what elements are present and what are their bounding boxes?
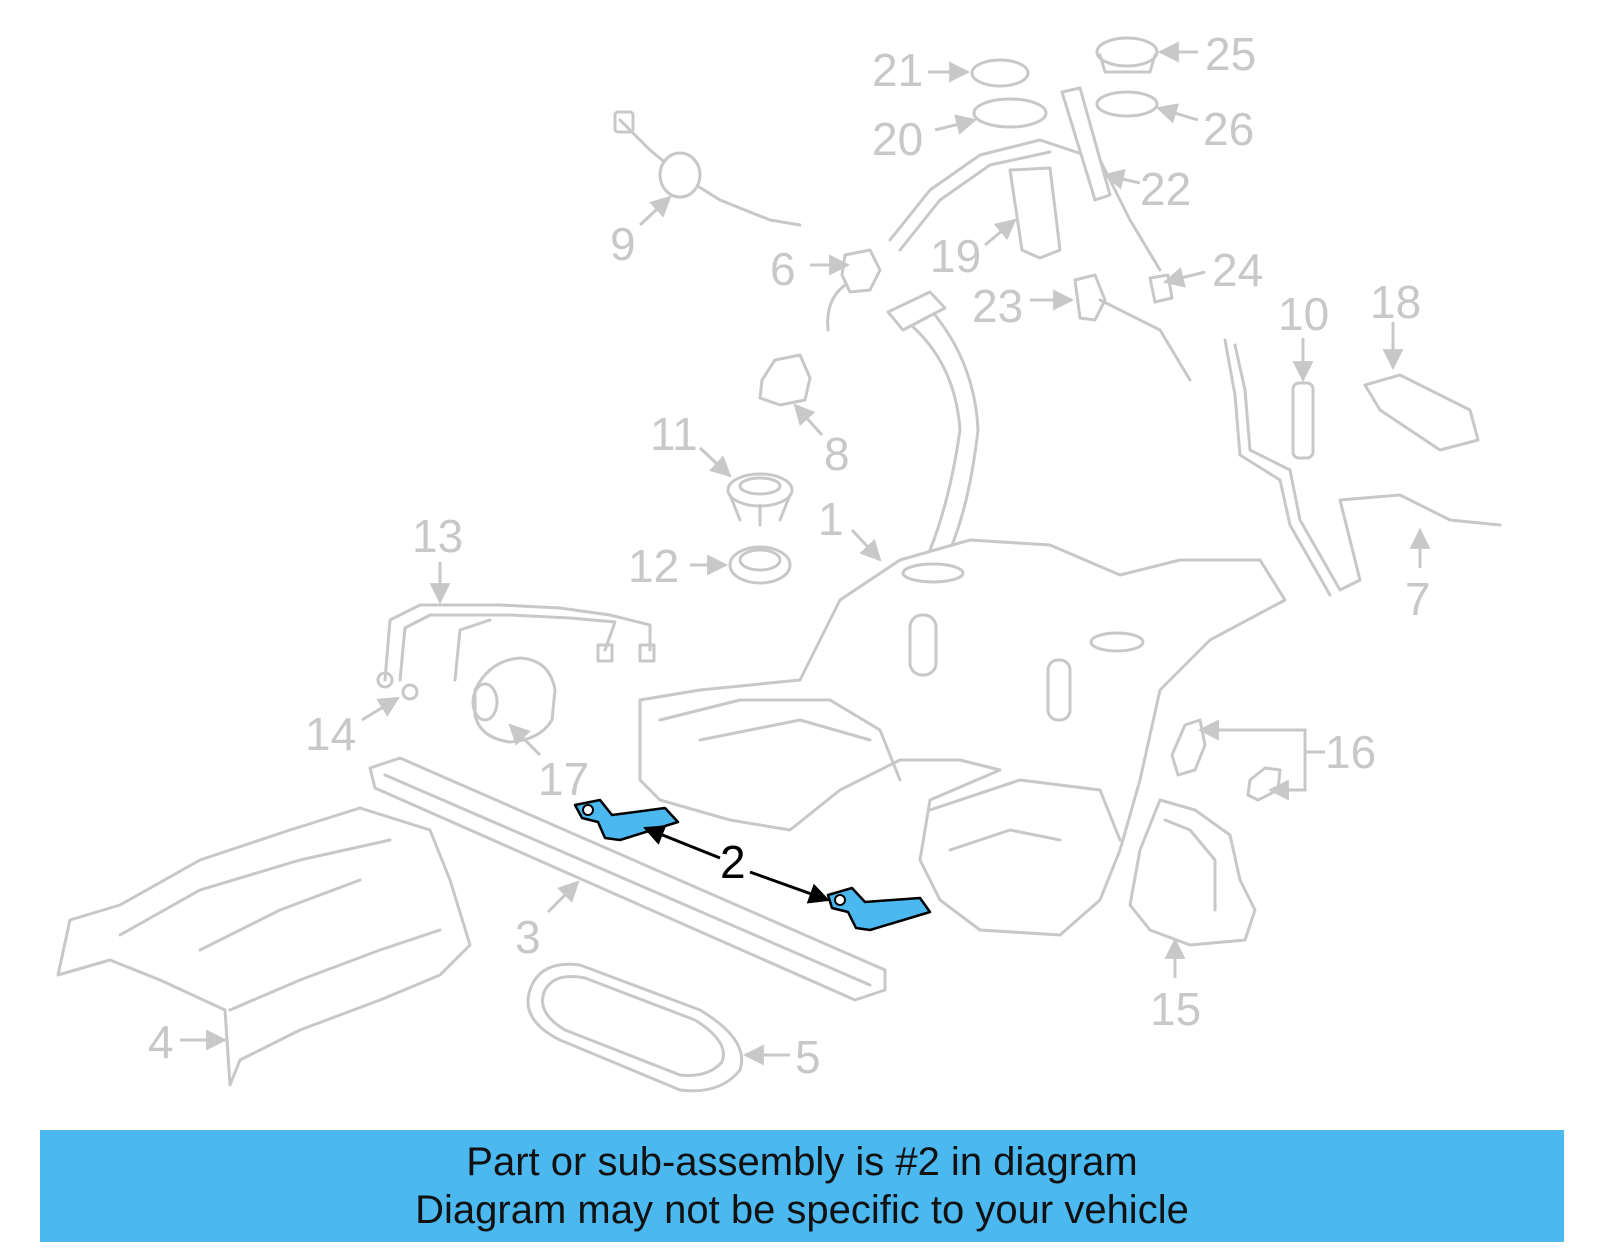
connector-part-6 [826, 248, 882, 332]
callout-22: 22 [1140, 163, 1191, 215]
heat-shield-part [56, 806, 472, 1087]
callout-23: 23 [972, 280, 1023, 332]
fuel-tank-part [638, 538, 1287, 937]
connector-part-24 [1148, 273, 1174, 304]
callout-17: 17 [538, 753, 589, 805]
callout-12: 12 [628, 540, 679, 592]
sensor-part-23 [1073, 273, 1192, 382]
parts-diagram: 1 2 3 4 5 6 7 8 9 10 11 12 13 14 15 16 1… [56, 28, 1502, 1093]
fuel-line-part-13 [376, 603, 656, 701]
seal-part-12 [728, 545, 792, 585]
sender-part-9 [613, 110, 802, 227]
lock-ring-part-11 [726, 472, 794, 527]
callout-9: 9 [610, 218, 636, 270]
banner-part-note: Part or sub-assembly is #2 in diagram [466, 1140, 1138, 1184]
callout-3: 3 [515, 911, 541, 963]
lock-ring-part-21 [970, 58, 1030, 88]
canister-part-15 [1128, 798, 1257, 947]
vent-line-part-7 [1223, 338, 1502, 597]
callout-25: 25 [1205, 28, 1256, 80]
callout-4: 4 [148, 1016, 174, 1068]
callout-20: 20 [872, 113, 923, 165]
callout-18: 18 [1370, 276, 1421, 328]
bracket-part-10 [1291, 381, 1315, 460]
callout-21: 21 [872, 44, 923, 96]
bracket-part-16 [1170, 718, 1282, 802]
callout-16: 16 [1325, 726, 1376, 778]
banner-disclaimer: Diagram may not be specific to your vehi… [415, 1188, 1189, 1232]
pump-assembly-part-19 [888, 138, 1162, 272]
callout-8: 8 [824, 428, 850, 480]
callout-6: 6 [770, 243, 796, 295]
crossmember-part [368, 756, 887, 1002]
filler-neck-part [886, 290, 980, 552]
callout-10: 10 [1278, 288, 1329, 340]
filter-part-17 [471, 656, 557, 744]
cap-part-25 [1095, 36, 1159, 74]
callout-7: 7 [1405, 573, 1431, 625]
clip-part-8 [758, 353, 812, 407]
callout-24: 24 [1212, 244, 1263, 296]
info-banner: Part or sub-assembly is #2 in diagram Di… [40, 1130, 1564, 1242]
callout-14: 14 [305, 708, 356, 760]
callout-2: 2 [720, 836, 746, 888]
callout-26: 26 [1203, 103, 1254, 155]
seal-part-26 [1095, 90, 1159, 118]
valve-part-18 [1363, 373, 1480, 452]
level-sensor-part-22 [1060, 86, 1112, 202]
seal-ring-part-20 [972, 97, 1048, 129]
callout-1: 1 [818, 493, 844, 545]
callout-11: 11 [650, 408, 698, 460]
callout-15: 15 [1150, 983, 1201, 1035]
callout-5: 5 [795, 1031, 821, 1083]
callout-13: 13 [412, 510, 463, 562]
gasket-part [526, 962, 744, 1093]
callout-19: 19 [930, 230, 981, 282]
